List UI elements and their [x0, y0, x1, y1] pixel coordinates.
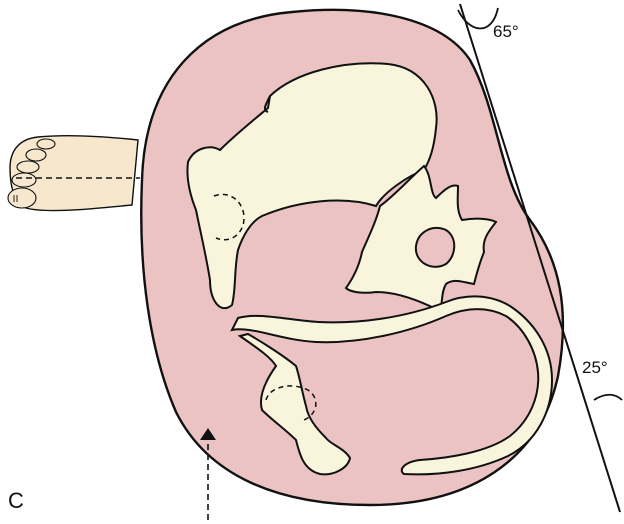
toe-3 [17, 161, 39, 173]
angle-arc-bottom [594, 395, 622, 400]
angle-label-top: 65° [493, 22, 519, 41]
angle-arc-top [458, 8, 498, 29]
toe-4 [12, 173, 36, 187]
panel-label: C [8, 488, 24, 513]
toe-5-big [8, 188, 36, 208]
vertebral-canal [416, 228, 454, 267]
angle-label-bottom: 25° [582, 358, 608, 377]
toe-2 [26, 149, 46, 161]
foot-illustration [8, 136, 138, 211]
toe-1 [37, 139, 55, 149]
